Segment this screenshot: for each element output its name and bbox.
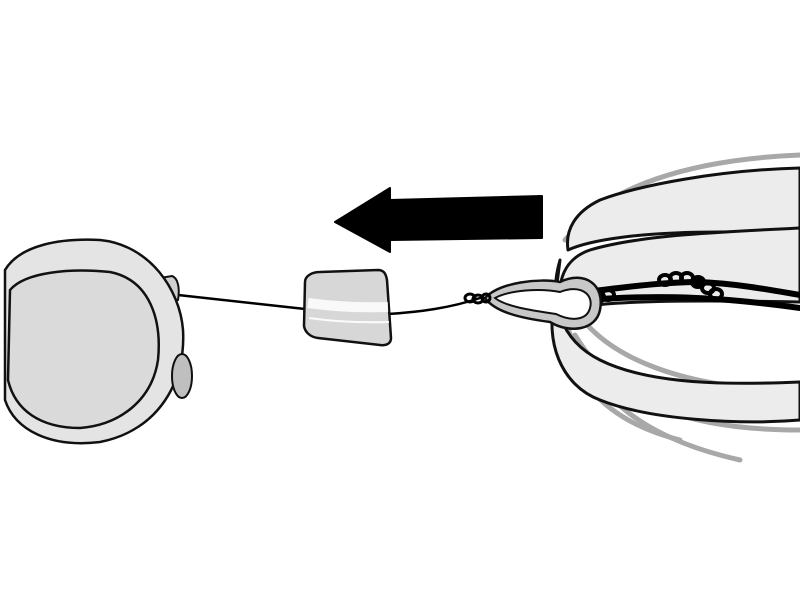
cone-bead-icon	[302, 268, 393, 347]
loop-icon	[483, 276, 603, 330]
arrow-left-icon	[334, 187, 543, 253]
knot-icon	[463, 292, 492, 305]
fishing-line-icon	[176, 293, 307, 311]
skirt-tie	[582, 271, 800, 311]
round-weight-icon	[3, 238, 193, 445]
